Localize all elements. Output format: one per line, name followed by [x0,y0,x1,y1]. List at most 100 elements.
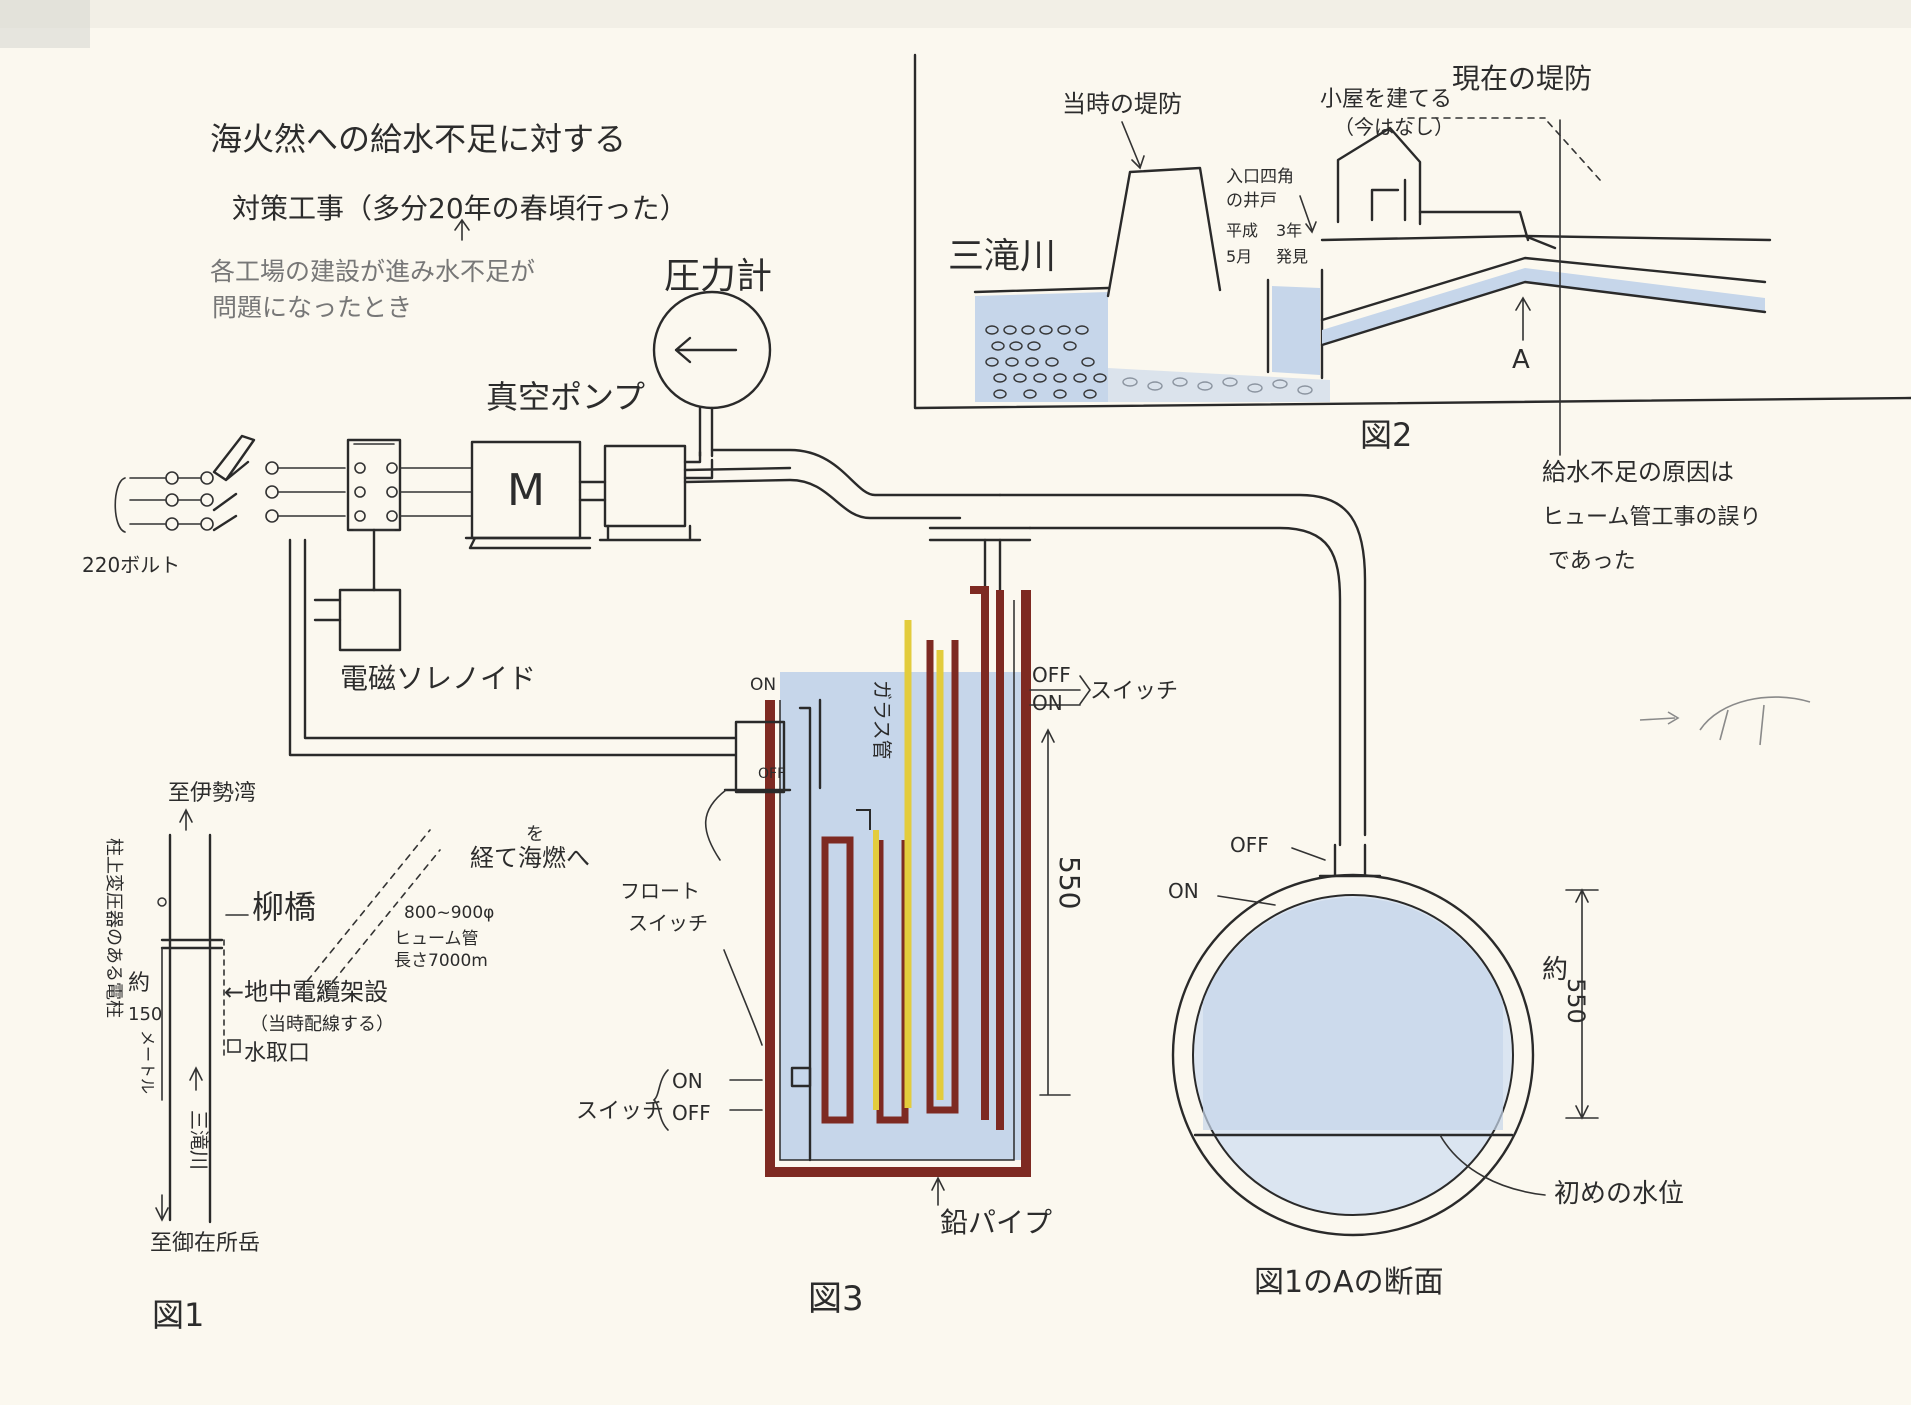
title-note-line1: 各工場の建設が進み水不足が [210,257,535,286]
cause-note-line3: であった [1548,549,1636,574]
motor-feed-lines [399,467,473,517]
fig-a-initial-level-leader [1439,1134,1546,1196]
fig3-level-brace [1079,675,1091,705]
fig3-switch-level-off: OFF [672,1101,711,1125]
fig2-heisei-line2: 5月 [1226,247,1252,266]
pump-base [598,524,702,542]
fig1-north-arrow [179,808,193,831]
fig3-tank-water [780,672,1022,1160]
fig2-old-levee [1106,166,1222,298]
fig1-distance-prefix: 約 [128,971,150,996]
fig3-u-tube-1 [821,836,854,1124]
pipe-to-sphere-outer [998,493,1367,837]
fig3-switch-arrows [729,1079,763,1111]
fig2-hut-pump [1370,178,1407,222]
fig3-glass-tube-label: ガラス管 [870,680,894,760]
fig3-lead-pipe-arrow [931,1176,945,1206]
gauge-tee [683,450,714,480]
fig2-pipe-top [1320,256,1767,322]
title-line1: 海火然への給水不足に対する [210,120,626,158]
vacuum-pump [603,444,687,528]
fig2-caption: 図2 [1360,416,1412,454]
fig-a-approx: 約 [1542,955,1568,985]
fig3-lead-pipe-wall [765,590,1031,1177]
fig2-ground-line [1523,234,1772,242]
fig2-frame [913,53,1911,410]
fig2-hut-pipe [1418,210,1530,242]
fig1-hume-label: ヒューム管 [394,929,479,949]
fig3-float-switch-line1: フロート [620,879,700,903]
knife-switch[interactable] [212,434,256,532]
fig3-dimension: 550 [1053,856,1086,909]
fig1-river: 三滝川 [187,1110,211,1170]
fig-a-caption: 図1のAの断面 [1254,1265,1444,1300]
fig1-river-banks [168,833,212,1224]
cause-note: 給水不足の原因は ヒューム管工事の誤り であった [1542,119,1761,574]
fig-a-off-arrow [1291,847,1326,861]
fig3-float-switch-arrows [704,789,763,1046]
fig3-u-tube-3 [926,640,959,1114]
power-lines-2 [265,461,346,523]
fig2-well-line2: の井戸 [1226,191,1277,211]
fig1-to-palace: 至御在所岳 [150,1231,260,1256]
motor-shaft [578,480,607,502]
fig1-yanagi-bridge: 柳橋 [252,888,316,926]
title-line2: 対策工事（多分20年の春頃行った） [232,192,688,225]
fig2-heisei-line1: 平成 [1226,221,1258,240]
fig2-point-a-arrow [1515,296,1531,341]
fig1-bridge [160,938,224,950]
fig3-level-on: ON [1032,691,1063,715]
fig2-river-water [975,292,1108,402]
fig1-river-flow-arrow [189,1066,203,1091]
fig1-pole-note: 柱上変圧器のある電柱 [103,838,124,1018]
fig3-float-switch-line2: スイッチ [628,911,708,935]
fig1-water-intake-box [227,1039,241,1053]
fig3-switch-label: スイッチ [576,1099,664,1124]
fig3-switch-off: OFF [758,766,785,782]
title-note-line2: 問題になったとき [212,293,412,322]
fig3-caption: 図3 [808,1279,864,1319]
suction-pipe-mid [683,466,792,472]
scan-edge [0,0,1911,28]
junction-tee [928,526,1032,542]
motor-base [464,536,592,550]
motor-label: M [507,465,545,516]
title-block: 海火然への給水不足に対する 対策工事（多分20年の春頃行った） 各工場の建設が進… [210,120,688,322]
pump-system: 220ボルト M 真空ポンプ 圧力計 [82,256,1367,847]
title-arrow [454,218,470,241]
fig2-old-levee-arrow [1121,121,1145,170]
fig1-caption: 図1 [152,1296,204,1334]
fig1-distance-value: 150 [128,1004,162,1025]
power-brace [114,477,126,533]
gauge-stem [698,406,714,458]
pressure-gauge-label: 圧力計 [664,256,772,297]
fig1-to-ise-bay: 至伊勢湾 [168,781,256,806]
fig-a-dimension-line [1565,888,1599,1120]
fig3-switch-brace [652,1069,669,1131]
fig-a-dimension: 550 [1562,978,1590,1024]
fig2-discovered-line2: 発見 [1276,247,1308,266]
fig1-underground-cable: ←地中電纜架設 [224,978,388,1006]
fig-a-water-fill [1203,897,1503,1130]
fig1-hume-length: 長さ7000m [394,951,488,971]
fig3-dimension-line [1039,728,1071,1096]
fig2-river-label: 三滝川 [948,236,1056,277]
fig3-float-rod [798,698,822,1162]
fig2-embankment-top [1320,234,1557,250]
fig2-well-line1: 入口四角 [1226,167,1294,187]
fig2-section: 三滝川 当時の堤防 入口四角 の井戸 平成 5月 3年 発見 小屋を建てる （今… [913,53,1911,454]
fig-a-on-arrow [1217,895,1276,906]
fig3-section: ON OFF フロート スイッチ OFF ON スイッチ 550 ガラス管 スイ… [576,586,1178,1319]
fig2-hut [1336,126,1422,226]
fig1-water-intake: 水取口 [244,1041,310,1066]
cause-note-line2: ヒューム管工事の誤り [1542,505,1761,530]
fig3-switch-level-on: ON [672,1069,703,1093]
fig3-float-switch-box[interactable] [734,720,786,794]
fig1-via: を [526,824,544,845]
fig2-well-arrow [1299,195,1317,234]
fig3-lead-pipe-label: 鉛パイプ [940,1206,1052,1239]
fig1-hume-pipe-route-2 [317,849,441,1001]
fig2-discovered-line1: 3年 [1276,221,1302,240]
fig2-pipe-bottom [1320,280,1767,347]
